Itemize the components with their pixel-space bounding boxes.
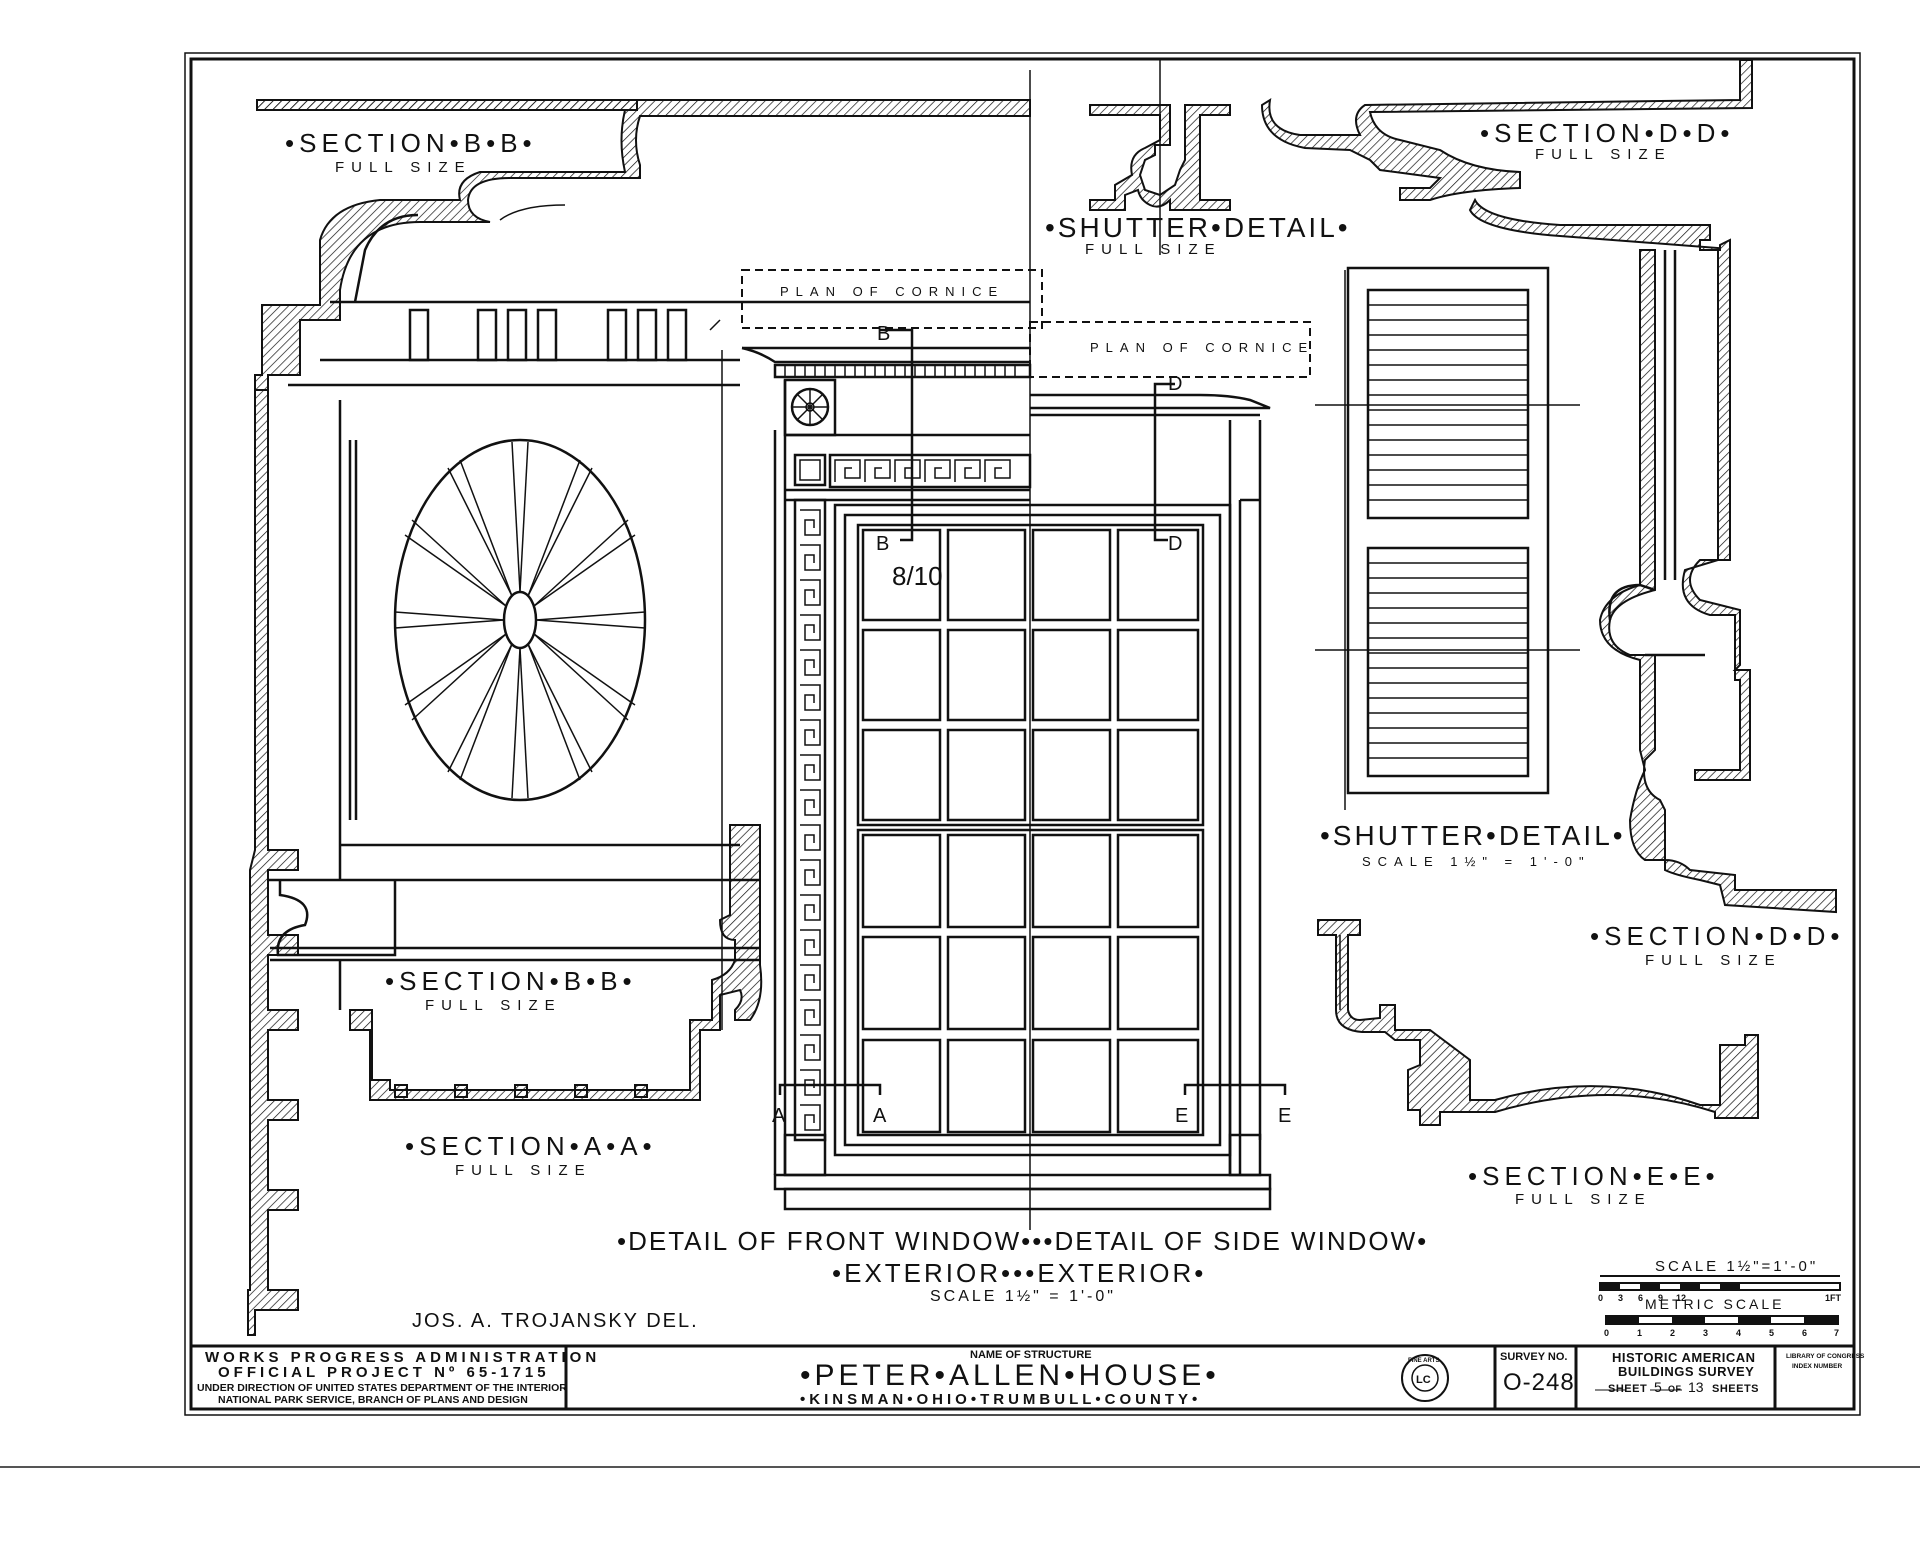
tb-sheet-total: 13 bbox=[1688, 1379, 1704, 1395]
tb-loc-1: LIBRARY OF CONGRESS bbox=[1786, 1353, 1865, 1360]
plan-cornice-left-box bbox=[741, 269, 1043, 329]
metric-tick-4: 4 bbox=[1736, 1328, 1741, 1338]
section-dd-soffit bbox=[1468, 197, 1751, 781]
section-dd-top-sub: FULL SIZE bbox=[1535, 146, 1672, 163]
section-dd-mid-label: •SECTION•D•D• bbox=[1590, 921, 1845, 951]
metric-tick-1: 1 bbox=[1637, 1328, 1642, 1338]
section-bb-low-label: •SECTION•B•B• bbox=[385, 966, 637, 996]
sunburst-fan bbox=[393, 438, 647, 802]
window-elevation bbox=[741, 70, 1311, 1230]
section-dd-top-profile bbox=[1260, 59, 1753, 201]
detail-window-caption: •DETAIL OF FRONT WINDOW•••DETAIL OF SIDE… bbox=[617, 1226, 1428, 1256]
tb-location: •KINSMAN•OHIO•TRUMBULL•COUNTY• bbox=[800, 1391, 1201, 1408]
greek-key-pilaster bbox=[793, 498, 827, 1142]
section-dd-top-label: •SECTION•D•D• bbox=[1480, 118, 1735, 148]
tb-sheet-label: SHEET bbox=[1608, 1383, 1647, 1395]
tb-survey-no: O-248 bbox=[1503, 1369, 1575, 1396]
section-dd-mid-sub: FULL SIZE bbox=[1645, 952, 1782, 969]
section-bb-top-wall bbox=[256, 99, 638, 111]
metric-tick-3: 3 bbox=[1703, 1328, 1708, 1338]
left-entablature bbox=[288, 204, 1030, 387]
section-aa-label: •SECTION•A•A• bbox=[405, 1131, 657, 1161]
exterior-caption: •EXTERIOR•••EXTERIOR• bbox=[832, 1258, 1206, 1288]
metric-tick-5: 5 bbox=[1769, 1328, 1774, 1338]
section-ee-label: •SECTION•E•E• bbox=[1468, 1161, 1720, 1191]
graphic-scale-tick-2: 6 bbox=[1638, 1293, 1643, 1303]
tb-sheet-of: OF bbox=[1668, 1384, 1682, 1394]
section-dd-mid-profile bbox=[1598, 249, 1837, 914]
section-aa-sub: FULL SIZE bbox=[455, 1162, 592, 1179]
plan-cornice-left-label: PLAN OF CORNICE bbox=[780, 284, 1004, 299]
marker-d-top: D bbox=[1168, 373, 1182, 395]
fine-arts-seal bbox=[1401, 1354, 1449, 1402]
metric-tick-7: 7 bbox=[1834, 1328, 1839, 1338]
marker-b-bottom: B bbox=[876, 533, 889, 555]
shutter-detail-top-label: •SHUTTER•DETAIL• bbox=[1045, 212, 1351, 243]
delineator-credit: JOS. A. TROJANSKY DEL. bbox=[412, 1310, 699, 1332]
metric-scale bbox=[1605, 1315, 1839, 1325]
tb-structure-name: •PETER•ALLEN•HOUSE• bbox=[800, 1359, 1220, 1392]
metric-tick-2: 2 bbox=[1670, 1328, 1675, 1338]
marker-a-right: A bbox=[873, 1105, 887, 1127]
detail-scale-caption: SCALE 1½" = 1'-0" bbox=[930, 1288, 1116, 1305]
section-aa-teeth bbox=[394, 1084, 648, 1098]
tb-survey-caption: SURVEY NO. bbox=[1500, 1351, 1567, 1363]
tb-name-caption: NAME OF STRUCTURE bbox=[970, 1349, 1092, 1361]
section-bb-low-sub: FULL SIZE bbox=[425, 997, 562, 1014]
section-bb-low-profile bbox=[349, 824, 763, 1101]
metric-scale-title: METRIC SCALE bbox=[1645, 1296, 1784, 1312]
graphic-scale-title: SCALE 1½"=1'-0" bbox=[1655, 1258, 1818, 1275]
graphic-scale-tick-4: 12 bbox=[1676, 1293, 1686, 1303]
tb-project: OFFICIAL PROJECT Nº 65-1715 bbox=[218, 1364, 550, 1381]
graphic-scale bbox=[1599, 1275, 1841, 1291]
section-ee-profile bbox=[1317, 919, 1759, 1126]
marker-d-bottom: D bbox=[1168, 533, 1182, 555]
tb-park-service: NATIONAL PARK SERVICE, BRANCH OF PLANS A… bbox=[218, 1394, 528, 1406]
graphic-scale-tick-3: 9 bbox=[1658, 1293, 1663, 1303]
section-bb-top-profile bbox=[254, 99, 1031, 391]
outer-border bbox=[184, 52, 1861, 1416]
marker-e-right: E bbox=[1278, 1105, 1291, 1127]
marker-b-top: B bbox=[877, 323, 890, 345]
plan-cornice-right-label: PLAN OF CORNICE bbox=[1090, 340, 1314, 355]
graphic-scale-tick-0: 0 bbox=[1598, 1293, 1603, 1303]
shutter-detail-top-profile bbox=[1089, 104, 1231, 211]
left-pier-profile bbox=[247, 389, 299, 1336]
tb-seal-text: FINE ARTS bbox=[1408, 1358, 1439, 1364]
section-bb-top-label: •SECTION•B•B• bbox=[285, 128, 537, 158]
marker-a-left: A bbox=[772, 1105, 786, 1127]
shutter-detail-mid-scale: SCALE 1½" = 1'-0" bbox=[1362, 854, 1591, 869]
tb-seal-initials: LC bbox=[1416, 1374, 1431, 1386]
shutter-detail-top-sub: FULL SIZE bbox=[1085, 241, 1222, 258]
tb-habs-1: HISTORIC AMERICAN bbox=[1612, 1350, 1756, 1365]
left-base-moulding bbox=[268, 843, 760, 1010]
tb-loc-2: INDEX NUMBER bbox=[1792, 1363, 1843, 1370]
graphic-scale-tick-1: 3 bbox=[1618, 1293, 1623, 1303]
tb-wpa: WORKS PROGRESS ADMINISTRATION bbox=[205, 1349, 600, 1366]
greek-key-pilaster-pattern bbox=[800, 509, 821, 1131]
title-block bbox=[189, 1344, 1856, 1411]
marker-e-left: E bbox=[1175, 1105, 1188, 1127]
tb-sheets-label: SHEETS bbox=[1712, 1383, 1759, 1395]
graphic-scale-tick-5: 1FT bbox=[1825, 1293, 1842, 1303]
section-ee-sub: FULL SIZE bbox=[1515, 1191, 1652, 1208]
tb-sheet-no: 5 bbox=[1654, 1379, 1662, 1395]
tb-direction: UNDER DIRECTION OF UNITED STATES DEPARTM… bbox=[197, 1382, 567, 1394]
shutter-elevation bbox=[1315, 266, 1580, 810]
metric-tick-6: 6 bbox=[1802, 1328, 1807, 1338]
shutter-detail-mid-label: •SHUTTER•DETAIL• bbox=[1320, 820, 1626, 851]
tb-habs-2: BUILDINGS SURVEY bbox=[1618, 1364, 1754, 1379]
metric-tick-0: 0 bbox=[1604, 1328, 1609, 1338]
sash-note: 8/10 bbox=[892, 561, 943, 591]
section-bb-top-sub: FULL SIZE bbox=[335, 159, 472, 176]
